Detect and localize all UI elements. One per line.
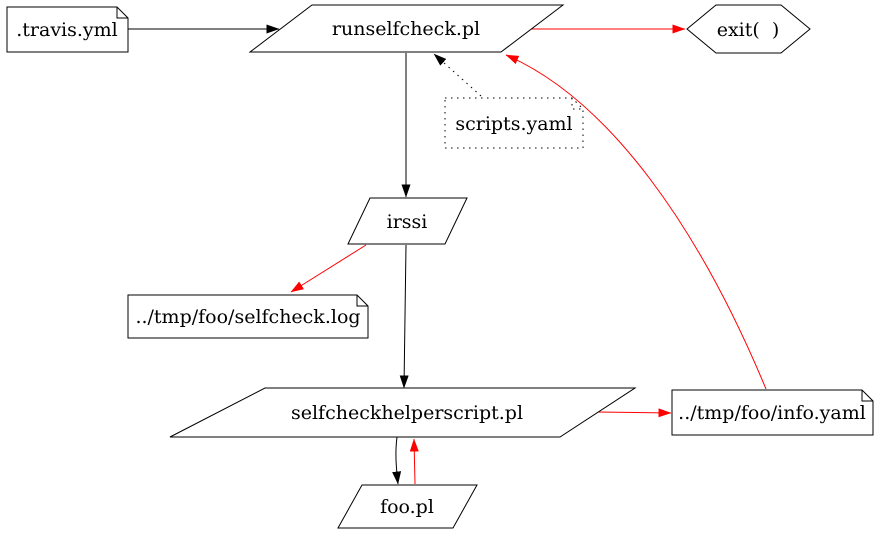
node-label: .travis.yml — [16, 19, 118, 41]
edge-group — [128, 24, 767, 485]
node-label: selfcheckhelperscript.pl — [291, 402, 523, 424]
node-label: foo.pl — [380, 496, 434, 518]
parallelogram-shape — [337, 484, 478, 529]
note-fold-icon — [356, 295, 368, 307]
node-exit-call: exit( ) — [686, 4, 811, 54]
note-fold-icon — [571, 98, 583, 110]
edge-irssi-to-selfcheckhelperscript — [399, 244, 409, 389]
node-selfcheck-log: ../tmp/foo/selfcheck.log — [127, 294, 369, 339]
edge-irssi-to-selfcheck-log — [290, 244, 367, 293]
edge-selfcheckhelperscript-to-foo — [392, 436, 402, 485]
node-label: ../tmp/foo/selfcheck.log — [135, 306, 360, 328]
node-label: runselfcheck.pl — [332, 18, 480, 40]
note-fold-icon — [861, 390, 873, 402]
node-label: ../tmp/foo/info.yaml — [678, 402, 866, 424]
parallelogram-shape — [248, 4, 565, 53]
node-scripts-yaml: scripts.yaml — [444, 97, 584, 149]
node-info-yaml: ../tmp/foo/info.yaml — [671, 389, 874, 436]
edge-foo-to-selfcheckhelperscript — [409, 438, 419, 485]
node-travis-yml: .travis.yml — [6, 6, 129, 53]
hexagon-shape — [686, 4, 811, 54]
note-shape — [444, 97, 584, 149]
node-label: exit( ) — [717, 19, 780, 41]
note-shape — [671, 389, 874, 436]
parallelogram-shape — [347, 197, 468, 245]
note-fold-icon — [116, 7, 128, 19]
note-shape — [6, 6, 129, 53]
node-irssi: irssi — [347, 197, 468, 245]
parallelogram-shape — [169, 387, 637, 438]
edge-scripts-to-runselfcheck — [433, 53, 482, 97]
edge-selfcheckhelperscript-to-info — [596, 408, 672, 418]
node-runselfcheck-pl: runselfcheck.pl — [248, 4, 565, 53]
node-label: irssi — [387, 211, 428, 233]
note-shape — [127, 294, 369, 339]
node-foo-pl: foo.pl — [337, 484, 478, 529]
node-selfcheckhelperscript-pl: selfcheckhelperscript.pl — [169, 387, 637, 438]
node-label: scripts.yaml — [455, 113, 572, 135]
edge-info-to-runselfcheck — [505, 54, 767, 390]
